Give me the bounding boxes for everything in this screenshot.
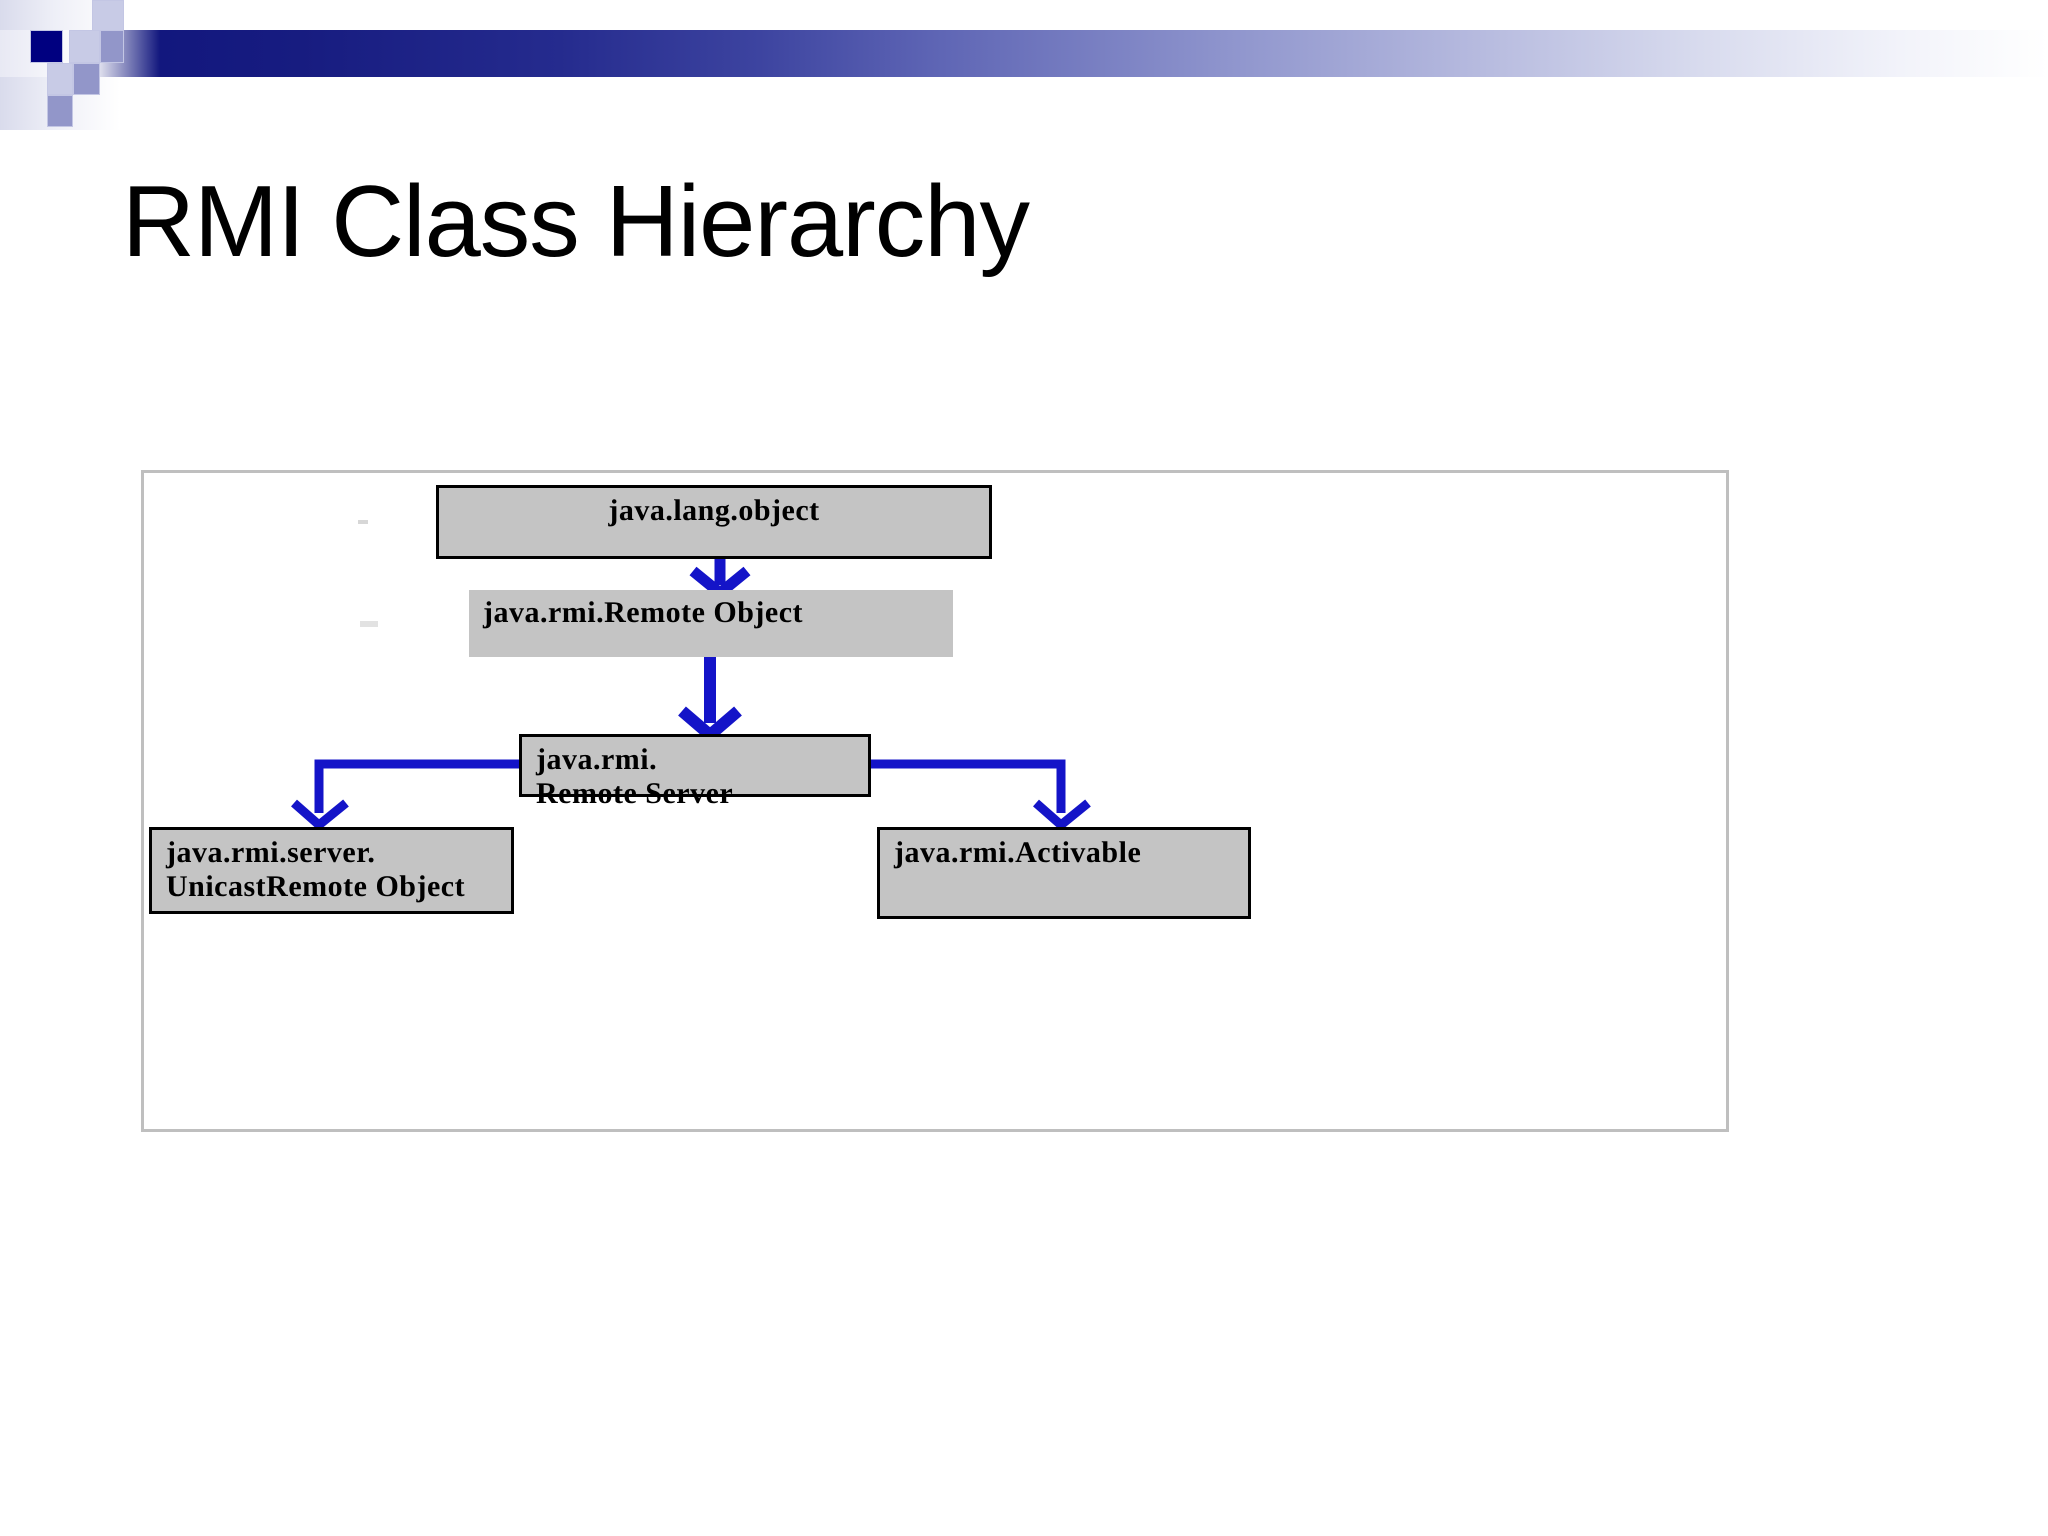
node-label-line-2: Remote Server bbox=[536, 776, 734, 810]
node-java-rmi-server-unicastremoteobject[interactable]: java.rmi.server. UnicastRemote Object bbox=[149, 827, 514, 914]
header-square-light-blue-low bbox=[47, 63, 73, 95]
page-title: RMI Class Hierarchy bbox=[122, 166, 1030, 278]
node-label-line: java.rmi.Remote Object bbox=[483, 596, 804, 629]
node-label-line-2: UnicastRemote Object bbox=[166, 869, 466, 903]
node-java-rmi-remoteserver[interactable]: java.rmi. Remote Server bbox=[519, 734, 871, 810]
node-label-line: java.lang.object bbox=[608, 494, 820, 527]
diagram-canvas: java.lang.object java.rmi.Remote Object … bbox=[144, 473, 1726, 1129]
node-label-line-1: java.rmi. bbox=[536, 743, 658, 776]
edge-remoteserver-to-activable bbox=[871, 759, 1091, 831]
node-java-rmi-activable[interactable]: java.rmi.Activable bbox=[877, 827, 1251, 919]
edge-object-to-remoteobject bbox=[689, 559, 751, 601]
header-square-light-blue-upper bbox=[92, 0, 124, 32]
header-square-periwinkle-low bbox=[73, 63, 100, 95]
node-java-rmi-remoteobject[interactable]: java.rmi.Remote Object bbox=[469, 590, 953, 657]
node-label-line-1: java.rmi.server. bbox=[166, 836, 376, 869]
node-label-line: java.rmi.Activable bbox=[894, 836, 1142, 869]
header-gradient-bar bbox=[0, 30, 2048, 77]
diagram-frame: java.lang.object java.rmi.Remote Object … bbox=[141, 470, 1729, 1132]
edge-remoteobject-to-remoteserver bbox=[678, 657, 742, 743]
artifact-speck-left bbox=[358, 520, 368, 524]
node-java-lang-object[interactable]: java.lang.object bbox=[436, 485, 992, 559]
header-square-periwinkle-mid bbox=[100, 30, 124, 63]
edge-remoteserver-to-unicastremoteobject bbox=[291, 759, 519, 831]
artifact-speck-left-lower bbox=[360, 621, 378, 627]
connector-layer bbox=[291, 559, 1091, 831]
header-square-light-blue-mid bbox=[69, 30, 100, 63]
header-square-dark-navy bbox=[30, 30, 63, 63]
header-square-periwinkle-bottom bbox=[47, 95, 73, 127]
header-decoration bbox=[0, 0, 2048, 130]
